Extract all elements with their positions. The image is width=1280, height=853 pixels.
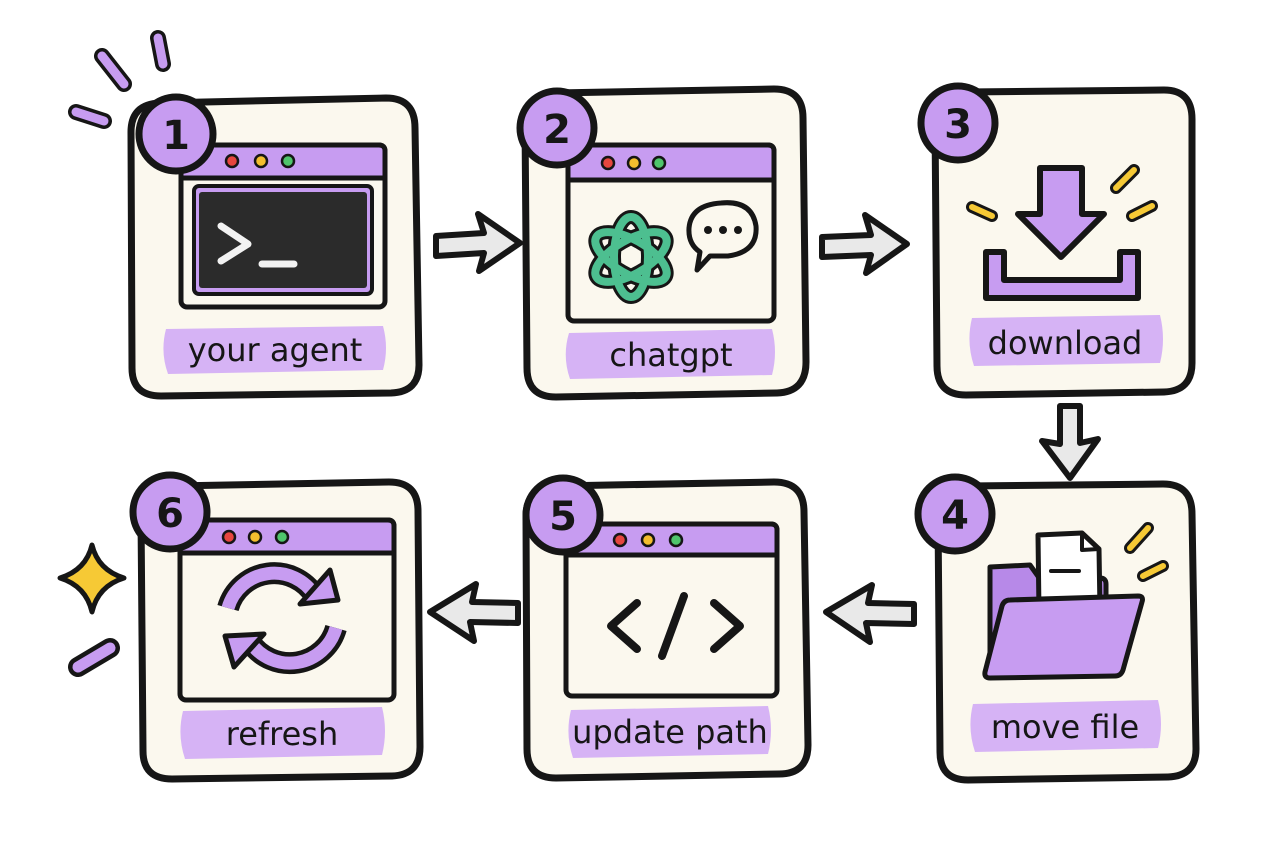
openai-logo-icon (588, 210, 674, 304)
svg-text:1: 1 (162, 113, 190, 159)
arrow-left-5 (427, 581, 521, 644)
terminal-prompt-icon (192, 184, 374, 296)
browser-window (563, 521, 780, 699)
svg-text:5: 5 (549, 494, 577, 540)
arrow-right-1 (433, 211, 523, 274)
folder-with-file-icon (982, 530, 1145, 681)
arrow-left-4 (823, 582, 917, 645)
step-2-number-badge: 2 (516, 87, 598, 169)
code-brackets-icon (607, 592, 744, 660)
step-6-number-badge: 6 (129, 471, 211, 553)
svg-text:6: 6 (156, 491, 184, 537)
step-5-label: update path (572, 713, 768, 751)
step-3-number-badge: 3 (917, 82, 999, 164)
step-4-card: move file (934, 480, 1200, 784)
step-1-label: your agent (188, 331, 363, 369)
svg-text:3: 3 (944, 102, 972, 148)
dash-decoration (68, 638, 120, 677)
step-1-number-badge: 1 (135, 93, 217, 175)
chat-bubble-icon (686, 200, 759, 273)
svg-text:4: 4 (941, 493, 969, 539)
step-3-label: download (988, 324, 1143, 362)
download-tray-icon (983, 165, 1141, 301)
refresh-arrows-icon (217, 562, 347, 675)
step-4-label: move file (991, 708, 1139, 746)
step-2-card: chatgpt (521, 85, 810, 401)
step-2-label: chatgpt (609, 336, 732, 374)
step-5-card: update path (522, 478, 812, 782)
arrow-right-2 (819, 212, 910, 276)
step-3-card: download (931, 86, 1196, 399)
arrow-down-3 (1039, 403, 1101, 481)
step-5-number-badge: 5 (522, 474, 604, 556)
step-6-label: refresh (226, 715, 339, 753)
svg-text:2: 2 (543, 107, 571, 153)
sparkle-star-icon (57, 542, 127, 615)
step-6-card: refresh (137, 478, 424, 783)
step-4-number-badge: 4 (914, 473, 996, 555)
